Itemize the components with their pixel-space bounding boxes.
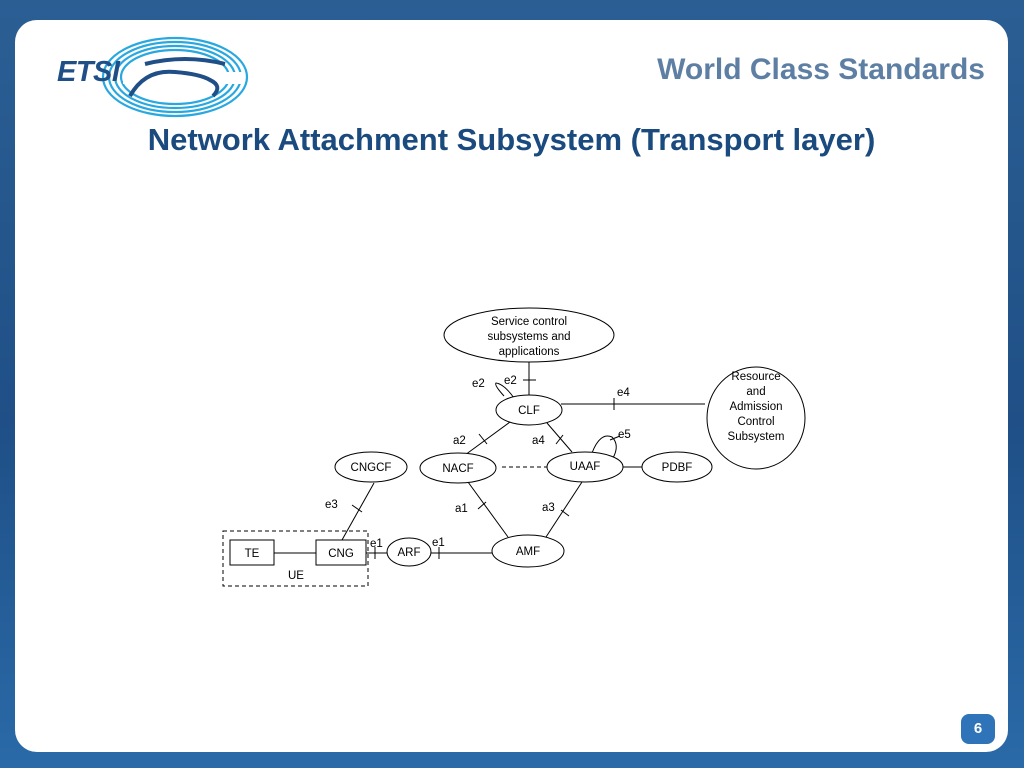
- service-control-node: [443, 307, 615, 363]
- cngcf-label: CNGCF: [351, 462, 392, 474]
- amf-label: AMF: [516, 546, 540, 558]
- interface-e2-loop: e2: [472, 378, 485, 390]
- pdbf-node: [641, 451, 713, 483]
- racs-label-3: Admission: [729, 401, 782, 413]
- uaaf-node: [546, 451, 624, 483]
- service-control-label-1: Service control: [491, 316, 567, 328]
- edge-uaaf-amf: [545, 481, 583, 538]
- tick-a1: [477, 501, 487, 510]
- cngcf-node: [334, 451, 408, 483]
- tick-e5: [609, 435, 621, 441]
- arf-label: ARF: [398, 547, 421, 559]
- te-node: [229, 539, 275, 566]
- interface-a1: a1: [455, 503, 468, 515]
- interface-a2: a2: [453, 435, 466, 447]
- cng-label: CNG: [328, 548, 354, 560]
- edge-nacf-amf: [467, 481, 509, 538]
- service-control-label-3: applications: [499, 346, 560, 358]
- edge-clf-nacf: [464, 421, 511, 456]
- interface-a3: a3: [542, 502, 555, 514]
- edge-uaaf-loop-e5: [591, 435, 617, 459]
- etsi-logo-arcs-icon: [101, 36, 249, 118]
- uaaf-label: UAAF: [570, 461, 601, 473]
- te-label: TE: [245, 548, 260, 560]
- pdbf-label: PDBF: [662, 462, 693, 474]
- amf-node: [491, 534, 565, 568]
- racs-node: [706, 366, 806, 470]
- edge-clf-uaaf: [546, 422, 573, 453]
- arf-node: [386, 537, 432, 567]
- interface-e2-top: e2: [504, 375, 517, 387]
- interface-e5: e5: [618, 429, 631, 441]
- clf-node: [495, 394, 563, 426]
- page-number-badge: 6: [961, 714, 995, 744]
- ue-boundary: [222, 530, 369, 587]
- etsi-logo: ETSI: [35, 34, 275, 124]
- interface-e1-left: e1: [370, 538, 383, 550]
- interface-a4: a4: [532, 435, 545, 447]
- tick-e3: [351, 504, 363, 513]
- tick-a2: [478, 433, 488, 445]
- edge-clf-loop-e2: [495, 382, 515, 399]
- nacf-node: [419, 452, 497, 484]
- racs-label-5: Subsystem: [728, 431, 785, 443]
- clf-label: CLF: [518, 405, 540, 417]
- etsi-logo-text: ETSI: [57, 56, 120, 88]
- slide-title: Network Attachment Subsystem (Transport …: [147, 122, 876, 157]
- racs-label-1: Resource: [731, 371, 780, 383]
- service-control-label-2: subsystems and: [487, 331, 570, 343]
- interface-e4: e4: [617, 387, 630, 399]
- slide: ETSI World Class Standards Network Attac…: [15, 20, 1008, 752]
- racs-label-2: and: [746, 386, 765, 398]
- edge-cngcf-cng: [341, 482, 375, 541]
- tick-a4: [555, 434, 564, 445]
- cng-node: [315, 539, 367, 566]
- ue-label: UE: [288, 570, 304, 582]
- interface-e3: e3: [325, 499, 338, 511]
- interface-e1-right: e1: [432, 537, 445, 549]
- tick-a3: [560, 509, 570, 517]
- tagline: World Class Standards: [657, 53, 985, 86]
- nacf-label: NACF: [442, 463, 473, 475]
- racs-label-4: Control: [737, 416, 774, 428]
